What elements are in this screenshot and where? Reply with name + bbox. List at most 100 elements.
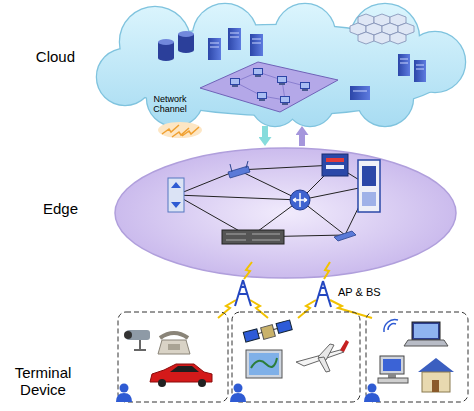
tier-label: Terminal Device [6,364,80,399]
desktop-icon [383,359,401,371]
channel-arrow [262,126,268,137]
cloud-shape [193,4,257,68]
user-icon [364,384,380,403]
database-icon [158,39,174,45]
hexagon-cluster [390,32,406,44]
server-box-icon [322,154,348,176]
cloud-shape [286,78,334,126]
user-icon [116,384,380,403]
cloud-shape [357,70,413,126]
camera-icon [134,340,146,350]
cloud-shape [351,4,419,72]
signal-symbol [384,320,398,332]
firewall-icon [168,178,184,212]
car-icon [170,366,199,372]
platform-icon [280,96,290,105]
rack-icon [222,230,284,244]
platform-icon [277,76,287,85]
phone-icon [158,333,190,354]
house-icon [418,358,454,372]
laptop-icon [404,340,448,346]
hexagon-cluster [350,14,414,44]
server-box-icon [326,158,344,162]
phone-icon [168,344,180,350]
lightning-symbol [250,300,268,318]
server-icon [250,34,263,56]
cloud-shape [405,32,465,92]
laptop-icon [414,324,438,338]
laptop-icon [404,322,448,346]
switch-icon [290,190,310,210]
cloud-shape [275,4,335,64]
map-screen-icon [251,358,277,368]
tower-icon [235,280,251,306]
satellite-icon [243,329,259,342]
cloud-shape [97,49,153,105]
panel-icon [362,166,376,186]
house-icon [432,380,439,392]
panel-icon [358,160,380,212]
lightning-symbol [218,300,236,318]
signal-symbol [384,320,398,332]
station-label: AP & BS [338,286,381,299]
region-heading: Edge [43,200,78,217]
satellite-icon [276,320,292,333]
label-holder: Network Channel [140,94,200,115]
label-holder: AP & BS [338,286,381,299]
car-icon [198,379,206,387]
house-icon [422,372,450,392]
channel-arrow [299,135,305,146]
channel-symbol [158,122,202,138]
platform-icon [230,78,240,87]
desktop-icon [378,378,408,383]
platform-icon [253,68,263,77]
cloud-shape [97,4,465,126]
platform-icon [300,82,310,91]
lightning-symbol [330,300,372,318]
cloud-shape [357,70,413,126]
platform-icon [235,72,305,100]
server-box-icon [322,154,348,176]
airplane-icon [340,340,349,352]
label-holder: Terminal Device [6,364,80,399]
channel-label: Network Channel [140,94,200,115]
satellite-icon [243,320,292,344]
channel-symbol [158,122,202,138]
server-rack-icon [398,54,410,76]
cloud-shape [275,4,335,64]
heading-holder: Cloud [36,48,75,65]
desktop-icon [380,356,404,374]
camera-icon [124,331,132,339]
switch-icon [293,193,307,207]
house-icon [418,358,454,392]
airplane-icon [318,357,330,372]
cloud-shape [97,49,153,105]
desktop-icon [378,356,408,383]
map-screen-icon [246,350,282,378]
cloud-shape [97,4,465,126]
platform-icon [257,92,267,101]
tower-icon [315,281,331,307]
server-rack-icon [414,60,426,82]
channel-symbol [162,125,199,137]
laptop-icon [412,322,440,340]
satellite-icon [258,328,277,333]
satellite-icon [261,325,276,340]
ellipse-outline [113,146,458,280]
phone-icon [160,333,188,338]
terminal-group-box [118,312,228,402]
cloud-shape [193,4,257,68]
switch-icon [290,190,310,210]
terminal-group-box [366,312,468,402]
camera-icon [124,330,150,350]
region-heading: Cloud [36,48,75,65]
server-icon [208,38,221,60]
map-screen-icon [249,353,279,375]
user-icon [230,384,246,403]
rack-icon [226,234,280,240]
database-icon [178,31,194,37]
edge-region: Edge [113,146,458,280]
panel-icon [362,192,376,206]
firewall-icon [168,178,184,212]
